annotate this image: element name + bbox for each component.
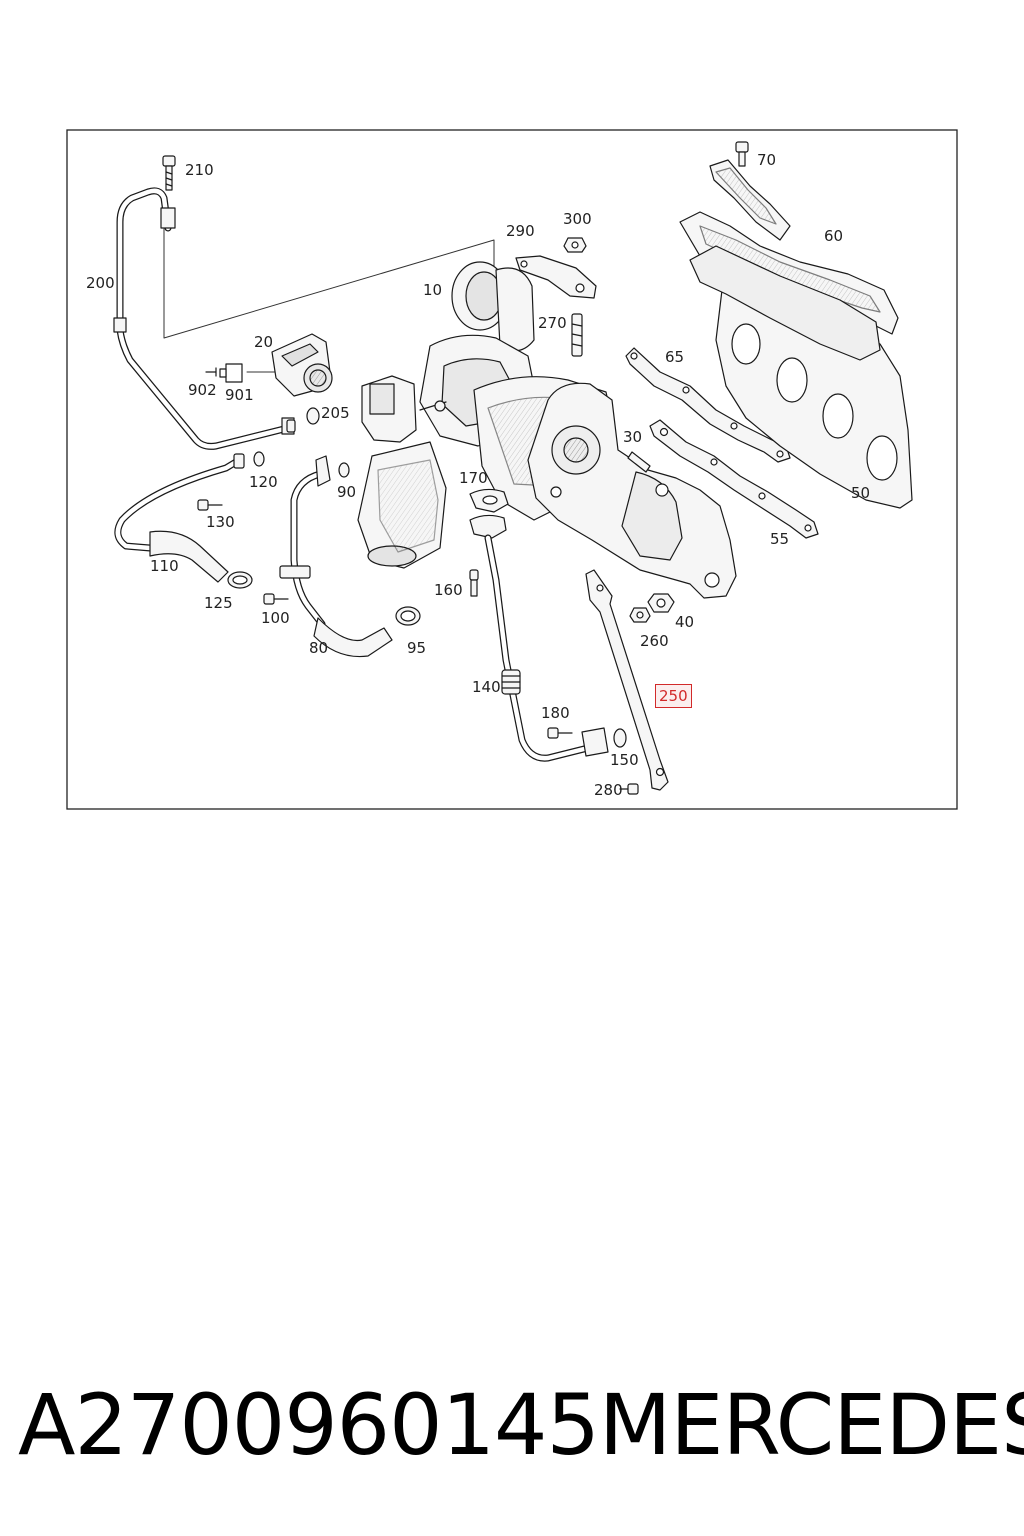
callout-280: 280 [594, 781, 623, 799]
hose-110 [114, 453, 245, 583]
callout-210: 210 [185, 161, 214, 179]
support-bracket-250 [585, 569, 669, 791]
nut-300 [563, 237, 587, 253]
bracket-290 [515, 255, 597, 299]
bolt-180 [547, 727, 573, 739]
callout-110: 110 [150, 557, 179, 575]
callout-205: 205 [321, 404, 350, 422]
fitting-120 [253, 451, 265, 467]
gasket-strip-55 [649, 419, 819, 539]
callout-55: 55 [770, 530, 790, 548]
callout-80: 80 [309, 639, 329, 657]
bolt-100 [263, 593, 289, 605]
callout-40: 40 [675, 613, 695, 631]
seal-90 [338, 462, 350, 478]
actuator-20 [271, 333, 333, 397]
callout-290: 290 [506, 222, 535, 240]
callout-270: 270 [538, 314, 567, 332]
callout-170: 170 [459, 469, 488, 487]
callout-60: 60 [824, 227, 844, 245]
callout-250-highlighted[interactable]: 250 [655, 684, 692, 708]
callout-150: 150 [610, 751, 639, 769]
connector-901-902 [205, 363, 243, 383]
callout-90: 90 [337, 483, 357, 501]
part-caption: A2700960145 MERCEDES [18, 1370, 1024, 1480]
brand-name: MERCEDES [598, 1376, 1024, 1474]
callout-901: 901 [225, 386, 254, 404]
callout-30: 30 [623, 428, 643, 446]
callout-200: 200 [86, 274, 115, 292]
bolt-160 [469, 569, 479, 597]
bolt-70 [735, 141, 749, 167]
callout-160: 160 [434, 581, 463, 599]
return-pipe-80 [279, 455, 393, 658]
part-number: A2700960145 [18, 1376, 600, 1474]
callout-70: 70 [757, 151, 777, 169]
stud-270 [571, 313, 583, 357]
callout-10: 10 [423, 281, 443, 299]
callout-120: 120 [249, 473, 278, 491]
diagram-frame [66, 129, 958, 810]
callout-100: 100 [261, 609, 290, 627]
callout-300: 300 [563, 210, 592, 228]
gasket-strip-65 [625, 347, 791, 463]
callout-20: 20 [254, 333, 274, 351]
oil-return-pipe-140 [469, 514, 609, 762]
stud-30 [627, 451, 651, 473]
callout-65: 65 [665, 348, 685, 366]
exhaust-manifold [527, 382, 737, 599]
heat-shield-60 [679, 159, 899, 361]
callout-125: 125 [204, 594, 233, 612]
leader-lines [163, 227, 495, 373]
seal-ring-205 [306, 407, 320, 425]
seal-150 [613, 728, 627, 748]
bolt-210 [162, 155, 176, 191]
nut-260 [629, 607, 651, 623]
callout-50: 50 [851, 484, 871, 502]
callout-130: 130 [206, 513, 235, 531]
callout-95: 95 [407, 639, 427, 657]
callout-140: 140 [472, 678, 501, 696]
bolt-130 [197, 499, 223, 511]
bolt-280 [619, 783, 639, 795]
oil-pipe-200 [113, 187, 296, 450]
gasket-170 [469, 488, 509, 513]
clamp-95 [395, 606, 421, 626]
nut-40 [647, 593, 675, 613]
clamp-125 [227, 571, 253, 589]
callout-180: 180 [541, 704, 570, 722]
callout-902: 902 [188, 381, 217, 399]
callout-260: 260 [640, 632, 669, 650]
